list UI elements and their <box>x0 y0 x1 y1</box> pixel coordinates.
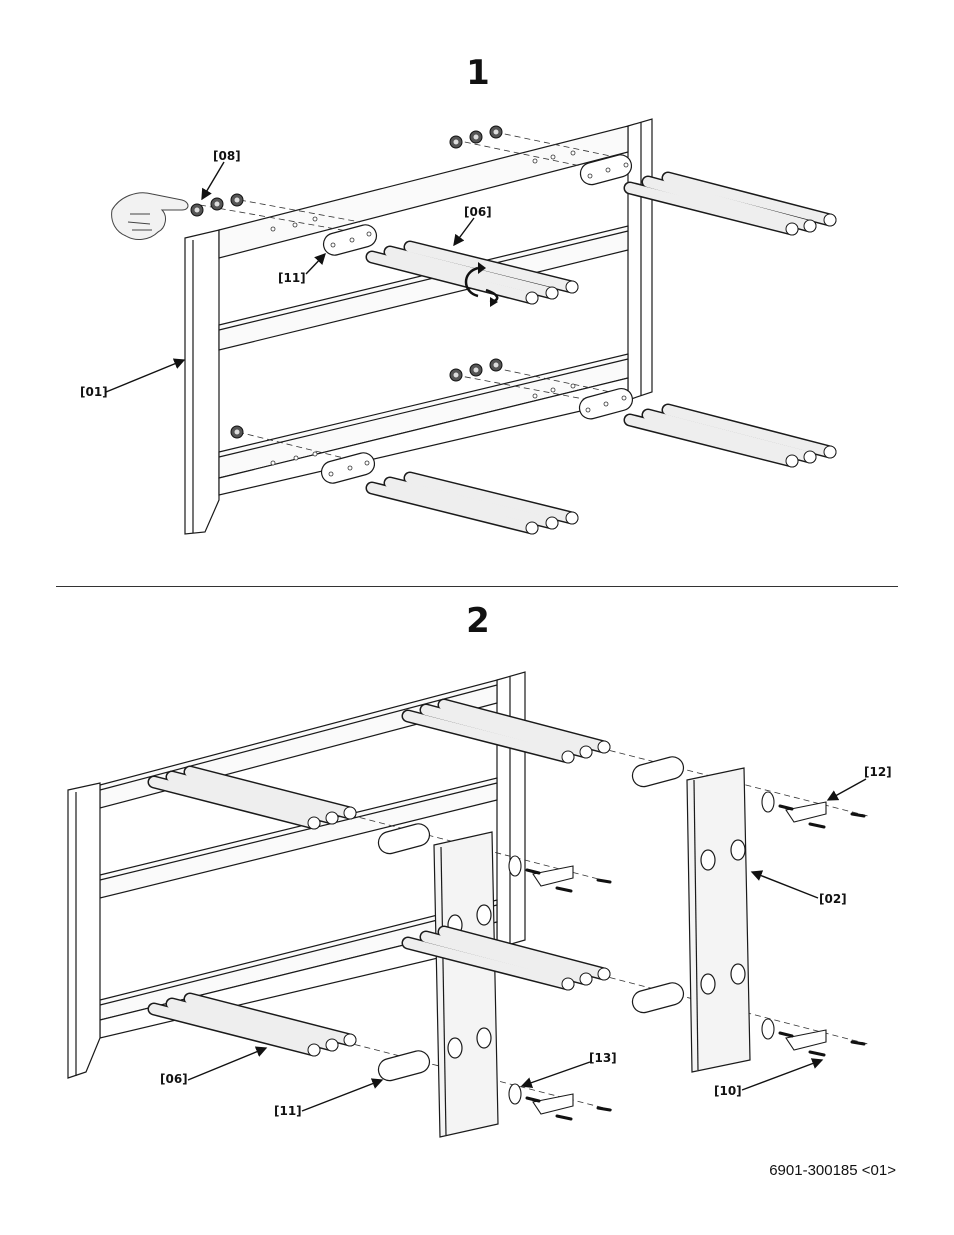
document-code: 6901-300185 <01> <box>769 1162 896 1179</box>
callout-part-10: [10] <box>714 1084 742 1098</box>
hand-icon <box>111 192 189 240</box>
callout-part-11: [11] <box>278 271 306 285</box>
bottom-rail <box>218 353 629 479</box>
right-leg-panel <box>627 118 653 401</box>
callout-part-06: [06] <box>160 1072 188 1086</box>
callout-part-06: [06] <box>464 205 492 219</box>
callout-part-01: [01] <box>80 385 108 399</box>
step-2-number: 2 <box>466 601 490 641</box>
middle-rail <box>218 225 629 351</box>
callout-part-11: [11] <box>274 1104 302 1118</box>
callout-part-13: [13] <box>589 1051 617 1065</box>
top-rail <box>218 125 629 259</box>
callout-part-12: [12] <box>864 765 892 779</box>
callout-part-08: [08] <box>213 149 241 163</box>
left-leg-panel <box>184 229 220 535</box>
callout-part-02: [02] <box>819 892 847 906</box>
step-1-diagram: [08] [06] [11] [01] <box>80 118 837 535</box>
step-1-number: 1 <box>466 53 490 93</box>
step-divider <box>56 586 898 587</box>
